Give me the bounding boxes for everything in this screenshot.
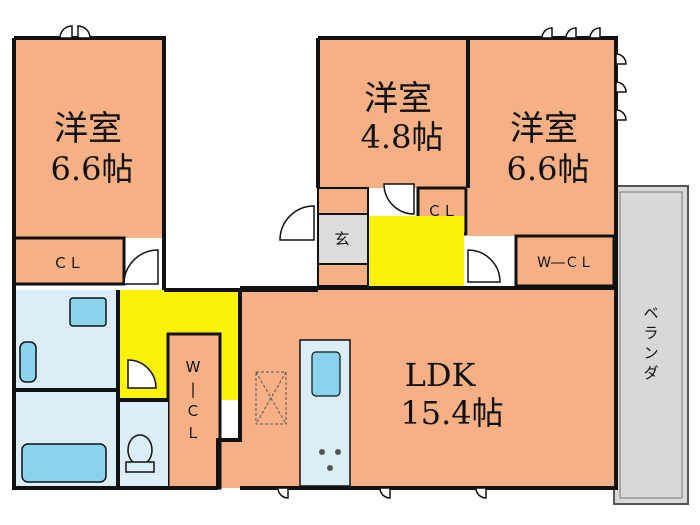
walk-in-closet-bedroom [514, 234, 616, 288]
wcl-char: Ｃ [185, 402, 200, 420]
veranda-rail [619, 191, 683, 499]
bathtub [21, 443, 107, 483]
entrance-storage-bottom [317, 263, 369, 287]
bedroom-3 [468, 38, 616, 236]
closet-1 [12, 236, 126, 286]
entrance-genkan [317, 213, 369, 265]
bedroom-2-size: 4.8帖 [361, 118, 444, 156]
wcl-char: W [186, 358, 201, 376]
entrance-yellow [366, 216, 464, 286]
toilet [127, 434, 153, 466]
walk-in-closet-hall-label: W | Ｃ Ｌ [185, 358, 200, 442]
stove-burner [335, 449, 341, 455]
washer-area [19, 341, 37, 383]
walk-in-closet-bedroom-label: W―ＣＬ [537, 255, 593, 271]
toilet-tank [125, 461, 155, 473]
wcl-char: Ｌ [185, 424, 200, 442]
veranda-char: ベ [643, 304, 658, 322]
closet-2-label: ＣＬ [427, 202, 457, 220]
bedroom-1 [14, 38, 164, 238]
stove-burner [319, 449, 325, 455]
closet-1-label: ＣＬ [53, 254, 83, 272]
bedroom-2 [318, 38, 468, 188]
ldk-size: 15.4帖 [400, 394, 503, 432]
ldk-name: LDK [405, 356, 477, 394]
veranda-char: ラ [643, 324, 658, 342]
stove-burner [327, 465, 333, 471]
fridge-cross [255, 371, 287, 425]
wcl-char: | [190, 380, 195, 398]
entrance-label: 玄 [334, 230, 349, 248]
washbasin [69, 297, 107, 327]
kitchen-sink [311, 351, 341, 397]
bedroom-2-name: 洋室 [364, 79, 432, 119]
entrance-storage-top [317, 187, 369, 215]
door-swings [123, 183, 501, 389]
bedroom-1-name: 洋室 [54, 109, 122, 149]
ldk-lower-left [218, 440, 242, 488]
window-marks [59, 25, 627, 499]
fridge-space [255, 371, 287, 425]
bedroom-1-size: 6.6帖 [51, 150, 134, 188]
veranda-char: ダ [643, 364, 658, 382]
bedroom-3-name: 洋室 [510, 109, 578, 149]
veranda-label: ベ ラ ン ダ [643, 304, 658, 382]
veranda-char: ン [643, 344, 658, 362]
bedroom-3-size: 6.6帖 [507, 150, 590, 188]
veranda-area [613, 185, 689, 505]
